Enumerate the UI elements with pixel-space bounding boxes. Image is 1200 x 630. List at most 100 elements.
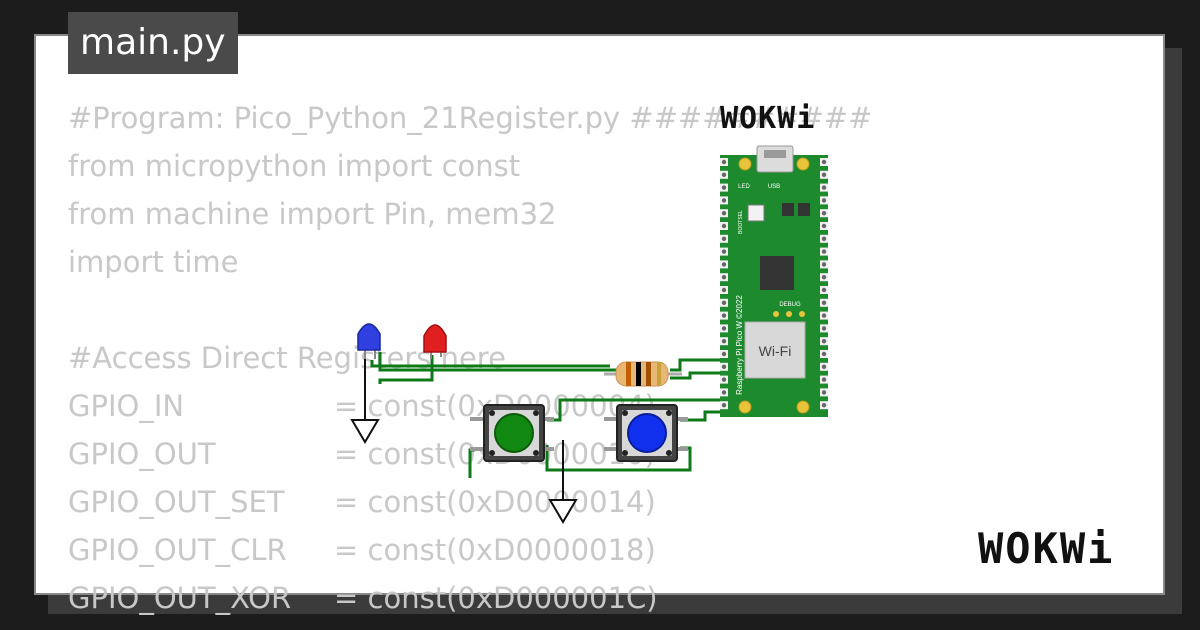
gpio-pin-hole — [721, 198, 727, 203]
resistor[interactable] — [604, 361, 682, 387]
mounting-hole — [796, 400, 810, 414]
usb-port-slot — [764, 150, 786, 158]
gpio-pin-hole — [821, 339, 827, 344]
gpio-pin-hole — [721, 159, 727, 165]
pushbutton-cap[interactable] — [627, 413, 667, 453]
gpio-pin-hole — [821, 390, 827, 395]
pushbutton-corner — [489, 450, 495, 456]
gpio-pin-hole — [721, 403, 727, 408]
gpio-pin-hole — [721, 313, 727, 318]
gpio-pin-hole — [821, 377, 827, 382]
debug-pad — [773, 311, 779, 317]
register-name: GPIO_OUT — [68, 437, 216, 471]
gpio-pin-hole — [721, 249, 727, 254]
wokwi-logo-large: WOKWi — [978, 524, 1115, 573]
gpio-pins-right[interactable] — [820, 158, 828, 410]
pushbutton-corner — [533, 450, 539, 456]
gpio-pin-hole — [721, 377, 727, 382]
gpio-pin-hole — [821, 172, 827, 177]
register-value: = const(0xD0000018) — [334, 533, 656, 567]
debug-pad — [799, 311, 805, 317]
led-label: LED — [738, 184, 750, 190]
bootsel-label: BOOTSEL — [738, 210, 744, 234]
gpio-pin-hole — [821, 223, 827, 229]
led-blue-body — [357, 323, 381, 351]
code-line: from micropython import const — [68, 149, 521, 183]
gpio-pins-left[interactable] — [720, 158, 728, 410]
code-line: #Program: Pico_Python_21Register.py ####… — [68, 101, 873, 135]
debug-label: DEBUG — [779, 302, 801, 308]
wire[interactable] — [670, 358, 722, 372]
gpio-pin-hole — [721, 287, 727, 293]
gpio-pin-hole — [821, 287, 827, 293]
mounting-hole — [738, 157, 752, 171]
gpio-pin-hole — [721, 211, 727, 216]
pushbutton-cap[interactable] — [494, 413, 534, 453]
wire[interactable] — [468, 448, 475, 478]
resistor-band — [657, 362, 661, 386]
register-name: GPIO_OUT_XOR — [68, 581, 292, 615]
file-tab[interactable]: main.py — [68, 12, 238, 74]
pushbutton-green[interactable] — [470, 404, 554, 462]
ground-wires — [364, 352, 564, 500]
wire[interactable] — [370, 360, 610, 368]
mounting-hole — [738, 400, 752, 414]
pushbutton-corner — [622, 450, 628, 456]
pushbutton-corner — [489, 410, 495, 416]
gpio-pin-hole — [721, 351, 727, 357]
gpio-pin-hole — [821, 275, 827, 280]
pushbutton-pin — [604, 447, 618, 451]
gpio-pin-hole — [821, 326, 827, 331]
pushbutton-pin — [540, 417, 554, 421]
gpio-pin-hole — [821, 159, 827, 165]
gpio-pin-hole — [721, 275, 727, 280]
gpio-pin-hole — [721, 223, 727, 229]
resistor-band — [636, 362, 641, 386]
led-red[interactable] — [423, 324, 447, 359]
gpio-pin-hole — [721, 300, 727, 305]
ground-symbol-icon — [350, 419, 380, 444]
pushbutton-pin — [674, 417, 688, 421]
wire[interactable] — [680, 410, 722, 422]
chip-small — [798, 203, 810, 216]
pushbutton-pin — [540, 447, 554, 451]
ground-symbol-icon — [548, 499, 578, 524]
led-blue-leg — [364, 345, 366, 359]
gpio-pin-hole — [821, 198, 827, 203]
wire[interactable] — [378, 352, 620, 372]
gpio-pin-hole — [721, 339, 727, 344]
register-line: GPIO_OUT_SET= const(0xD0000014) — [68, 478, 872, 526]
gpio-pin-hole — [821, 364, 827, 369]
gpio-pin-hole — [721, 262, 727, 267]
gpio-pin-hole — [821, 185, 827, 190]
code-card: #Program: Pico_Python_21Register.py ####… — [34, 34, 1165, 615]
pushbutton-corner — [622, 410, 628, 416]
code-line: from machine import Pin, mem32 — [68, 197, 557, 231]
pushbutton-blue[interactable] — [604, 404, 688, 462]
wire[interactable] — [670, 371, 722, 380]
bootsel-button[interactable] — [747, 204, 765, 222]
register-name: GPIO_OUT_SET — [68, 485, 285, 519]
usb-port[interactable] — [756, 145, 794, 173]
debug-pad — [786, 311, 792, 317]
led-blue[interactable] — [357, 323, 381, 359]
register-name: GPIO_IN — [68, 389, 185, 423]
register-name: GPIO_OUT_CLR — [68, 533, 287, 567]
gpio-pin-hole — [821, 313, 827, 318]
pushbutton-corner — [666, 450, 672, 456]
gpio-pin-hole — [721, 172, 727, 177]
register-value: = const(0xD000001C) — [334, 581, 658, 615]
gpio-pin-hole — [721, 390, 727, 395]
chip — [760, 256, 794, 290]
resistor-band — [646, 362, 651, 386]
chip-small — [782, 203, 794, 216]
gpio-pin-hole — [821, 403, 827, 408]
wifi-label: Wi-Fi — [759, 343, 792, 359]
pico-w-board[interactable]: Wi-Fi DEBUG LED USB BOOTSEL Raspberry Pi… — [720, 145, 828, 417]
led-red-body — [423, 324, 447, 353]
mounting-hole — [796, 157, 810, 171]
pushbutton-pin — [470, 447, 484, 451]
gpio-pin-hole — [721, 364, 727, 369]
board-model-label: Raspberry Pi Pico W ©2022 — [735, 295, 744, 395]
